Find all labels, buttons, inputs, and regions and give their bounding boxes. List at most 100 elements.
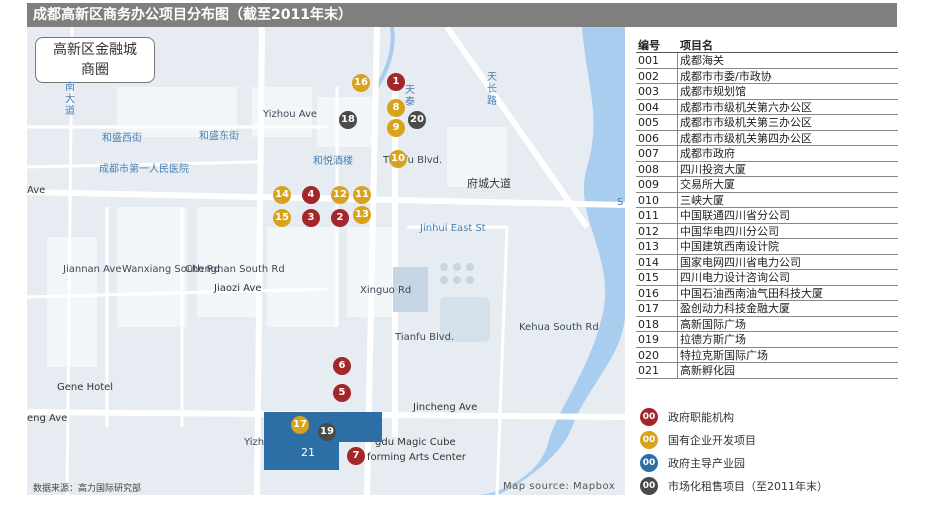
financial-district-callout: 高新区金融城 商圈 (35, 37, 155, 83)
marker-7[interactable]: 7 (347, 447, 365, 465)
marker-10[interactable]: 10 (389, 150, 407, 168)
row-num: 002 (636, 68, 678, 83)
road-label-kehua: Kehua South Rd (519, 242, 599, 333)
marker-17-label: 17 (293, 419, 307, 430)
map-base (27, 27, 625, 495)
road-label-tianchanglu: 天长路 (487, 72, 497, 107)
road-label-tianfu-2: Tianfu Blvd. (395, 332, 454, 343)
road-label-fucheng: 府城大道 (467, 177, 511, 190)
marker-3[interactable]: 3 (302, 209, 320, 227)
marker-6-label: 6 (338, 360, 346, 371)
road-label-heshengxi: 和盛西街 (102, 133, 142, 144)
row-num: 004 (636, 99, 678, 114)
marker-2[interactable]: 2 (331, 209, 349, 227)
map-source-note: Map source: Mapbox (503, 481, 616, 492)
road-label-kehua-text: Kehua South Rd (519, 322, 599, 333)
marker-8[interactable]: 8 (387, 99, 405, 117)
row-num: 016 (636, 285, 678, 300)
marker-7-label: 7 (352, 450, 360, 461)
road-label-jinhui: Jinhui East St (420, 223, 486, 234)
poi-magic-cube: gdu Magic Cube (375, 437, 456, 448)
row-num: 009 (636, 177, 678, 192)
header-name: 项目名 (680, 39, 713, 52)
marker-18[interactable]: 18 (339, 111, 357, 129)
marker-9-label: 9 (392, 122, 400, 133)
marker-12[interactable]: 12 (331, 186, 349, 204)
row-name: 四川投资大厦 (680, 162, 746, 176)
marker-20-label: 20 (410, 114, 424, 125)
row-num: 006 (636, 130, 678, 145)
row-num: 010 (636, 192, 678, 207)
row-name: 成都海关 (680, 54, 724, 67)
row-num: 019 (636, 332, 678, 347)
marker-9[interactable]: 9 (387, 119, 405, 137)
marker-11[interactable]: 11 (353, 186, 371, 204)
road-label-ave: Ave (27, 185, 46, 196)
poi-hospital: 成都市第一人民医院 (99, 164, 189, 175)
marker-10-label: 10 (391, 153, 405, 164)
marker-20[interactable]: 20 (408, 111, 426, 129)
marker-4[interactable]: 4 (302, 186, 320, 204)
row-num: 015 (636, 270, 678, 285)
row-num: 020 (636, 347, 678, 362)
road-label-jiannan: Jiannan Ave (63, 264, 122, 275)
row-name: 成都市规划馆 (680, 85, 746, 98)
zone-21-label: 21 (301, 446, 315, 459)
row-num: 017 (636, 301, 678, 316)
marker-16[interactable]: 16 (352, 74, 370, 92)
legend-label: 政府职能机构 (668, 410, 734, 424)
table-header: 编号 项目名 (636, 38, 898, 53)
marker-8-label: 8 (392, 102, 400, 113)
road-label-jiaozi: Jiaozi Ave (214, 283, 262, 294)
marker-2-label: 2 (336, 212, 344, 223)
marker-1[interactable]: 1 (387, 73, 405, 91)
marker-19[interactable]: 19 (318, 423, 336, 441)
marker-3-label: 3 (307, 212, 315, 223)
marker-6[interactable]: 6 (333, 357, 351, 375)
poi-tiantai: 天泰 (405, 85, 415, 108)
marker-17[interactable]: 17 (291, 416, 309, 434)
marker-14[interactable]: 14 (273, 186, 291, 204)
row-name: 三峡大厦 (680, 193, 724, 207)
row-name: 交易所大厦 (680, 178, 735, 191)
road-label-cheng-ave: eng Ave (27, 413, 68, 424)
marker-5[interactable]: 5 (333, 384, 351, 402)
map-panel[interactable]: 高新区金融城 商圈 南大道 天长路 和盛西街 和盛东街 Yizhou Ave 和… (27, 27, 625, 495)
marker-19-label: 19 (320, 426, 334, 437)
marker-15[interactable]: 15 (273, 209, 291, 227)
road-label-xinguo: Xinguo Rd (360, 285, 411, 296)
row-num: 001 (636, 53, 678, 68)
row-name: 高新国际广场 (680, 317, 746, 331)
poi-arts-center: forming Arts Center (367, 452, 466, 463)
row-name: 国家电网四川省电力公司 (680, 255, 801, 269)
marker-1-label: 1 (392, 76, 400, 87)
marker-13[interactable]: 13 (353, 206, 371, 224)
road-label-heshengdong: 和盛东街 (199, 131, 239, 142)
row-num: 018 (636, 316, 678, 331)
row-num: 008 (636, 161, 678, 176)
row-name: 四川电力设计咨询公司 (680, 271, 790, 284)
zone-21-bottom: 21 (264, 442, 339, 470)
poi-heyue: 和悦酒楼 (313, 156, 353, 167)
road-label-yizhou-text: Yizhou Ave (263, 109, 318, 120)
row-name: 拉德方斯广场 (680, 333, 746, 346)
legend-swatch: 00 (640, 430, 658, 449)
legend-swatch: 00 (640, 476, 658, 495)
